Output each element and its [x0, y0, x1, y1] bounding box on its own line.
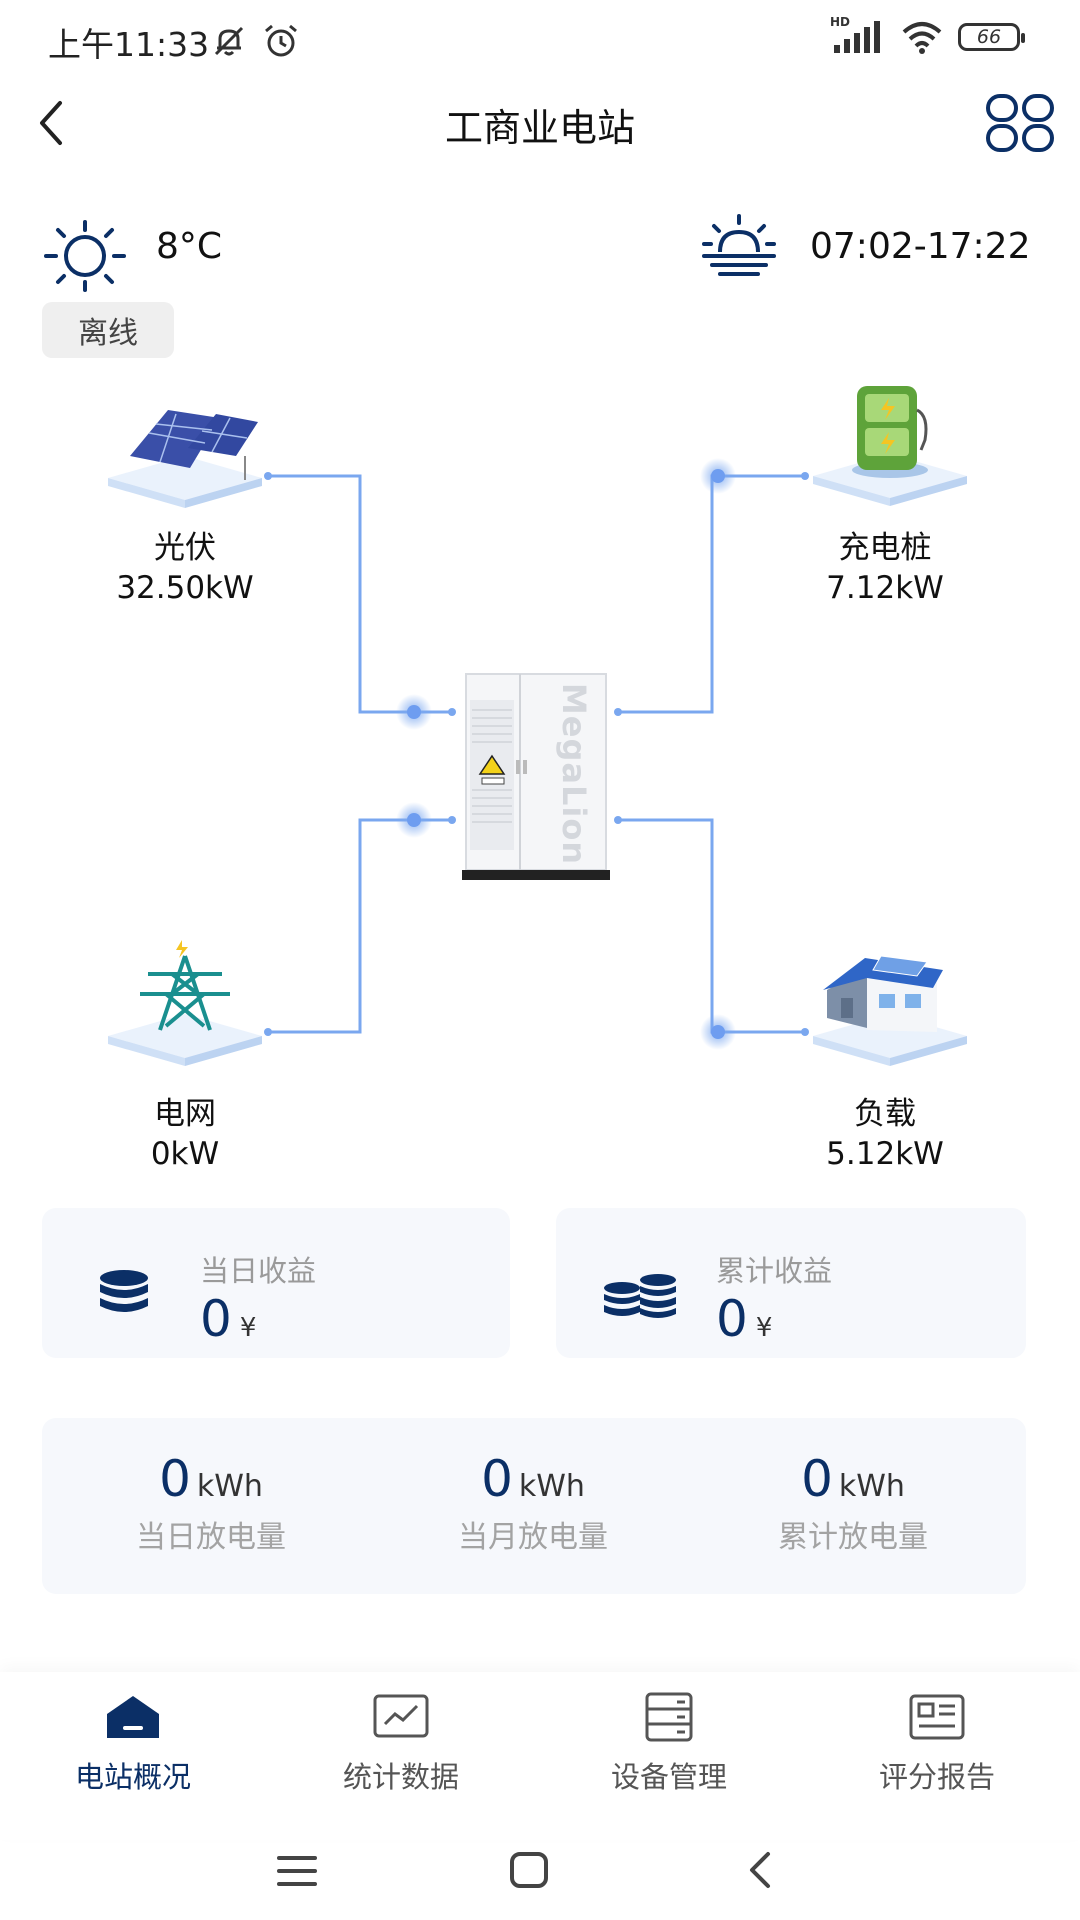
- signal-icon: HD: [830, 15, 886, 53]
- menu-icon[interactable]: [275, 1854, 319, 1888]
- nav-label-statistics: 统计数据: [342, 1760, 459, 1794]
- temperature: 8°C: [156, 226, 223, 267]
- grid-power: 0kW: [150, 1136, 220, 1172]
- daily-income-unit: ¥: [239, 1313, 257, 1343]
- charging-pile-icon: [813, 386, 967, 506]
- energy-storage-cabinet-icon: [462, 673, 610, 880]
- page-title: 工商业电站: [444, 106, 635, 150]
- daily-discharge-label: 当日放电量: [136, 1520, 286, 1555]
- sunrise-sunset-time: 07:02-17:22: [810, 226, 1031, 267]
- status-badge: 离线: [42, 302, 174, 358]
- solar-power: 32.50kW: [116, 570, 254, 606]
- total-discharge-label: 累计放电量: [778, 1520, 928, 1555]
- alarm-icon: [265, 24, 297, 57]
- status-icons: HD 66: [830, 15, 1025, 54]
- total-income-card[interactable]: 累计收益 0 ¥: [556, 1208, 1026, 1358]
- sun-icon: [44, 220, 126, 292]
- monthly-discharge-unit: kWh: [518, 1469, 585, 1504]
- solar-label: 光伏: [154, 530, 216, 566]
- nav-item-station[interactable]: 电站概况: [33, 1692, 233, 1796]
- bottom-nav: 电站概况 统计数据 设备管理 评分报告: [0, 1672, 1080, 1840]
- coin-stack-icon: [100, 1270, 148, 1312]
- load-power: 5.12kW: [826, 1136, 944, 1172]
- nav-item-report[interactable]: 评分报告: [837, 1692, 1037, 1796]
- total-discharge-unit: kWh: [838, 1469, 905, 1504]
- report-icon: [909, 1694, 965, 1740]
- charger-label: 充电桩: [838, 530, 932, 566]
- energy-flow-lines: [264, 458, 809, 1050]
- battery-icon: 66: [958, 23, 1025, 51]
- daily-income-card[interactable]: 当日收益 0 ¥: [42, 1208, 510, 1358]
- daily-income-value: 0: [200, 1290, 232, 1348]
- load-label: 负载: [854, 1096, 916, 1132]
- device-icon: [645, 1692, 693, 1742]
- nav-item-statistics[interactable]: 统计数据: [301, 1692, 501, 1796]
- sunrise-icon: [702, 214, 776, 276]
- solar-panel-icon: [108, 410, 262, 508]
- nav-label-report: 评分报告: [878, 1760, 995, 1794]
- nav-label-station: 电站概况: [74, 1760, 191, 1794]
- total-income-unit: ¥: [755, 1313, 773, 1343]
- charger-power: 7.12kW: [826, 570, 944, 606]
- home-icon[interactable]: [508, 1850, 550, 1890]
- nav-label-devices: 设备管理: [610, 1760, 727, 1794]
- house-icon: [813, 955, 967, 1066]
- network-type: HD: [830, 15, 851, 29]
- grid-menu-icon[interactable]: [982, 92, 1058, 154]
- total-discharge-value: 0: [801, 1450, 833, 1508]
- total-income-value: 0: [716, 1290, 748, 1348]
- wifi-icon: [902, 22, 942, 54]
- status-time: 上午11:33: [48, 25, 210, 64]
- station-icon: [107, 1696, 159, 1738]
- daily-income-label: 当日收益: [200, 1254, 317, 1288]
- total-income-label: 累计收益: [716, 1254, 833, 1288]
- monthly-discharge-value: 0: [481, 1450, 513, 1508]
- cabinet-brand-area: MegaLion: [538, 683, 610, 865]
- system-nav-bar: [0, 1820, 1080, 1920]
- back-button[interactable]: [30, 95, 90, 155]
- status-bar: 上午11:33 HD 66: [0, 0, 1080, 80]
- daily-discharge-unit: kWh: [196, 1469, 263, 1504]
- daily-discharge-value: 0: [159, 1450, 191, 1508]
- monthly-discharge-label: 当月放电量: [458, 1520, 608, 1555]
- nav-item-devices[interactable]: 设备管理: [569, 1692, 769, 1796]
- battery-level: 66: [976, 26, 1002, 48]
- back-nav-icon[interactable]: [744, 1850, 776, 1890]
- mute-bell-icon: [214, 26, 244, 56]
- coin-stacks-icon: [604, 1274, 676, 1318]
- cabinet-brand: MegaLion: [555, 682, 594, 866]
- grid-label: 电网: [154, 1096, 216, 1132]
- chart-icon: [373, 1694, 429, 1738]
- power-tower-icon: [108, 940, 262, 1066]
